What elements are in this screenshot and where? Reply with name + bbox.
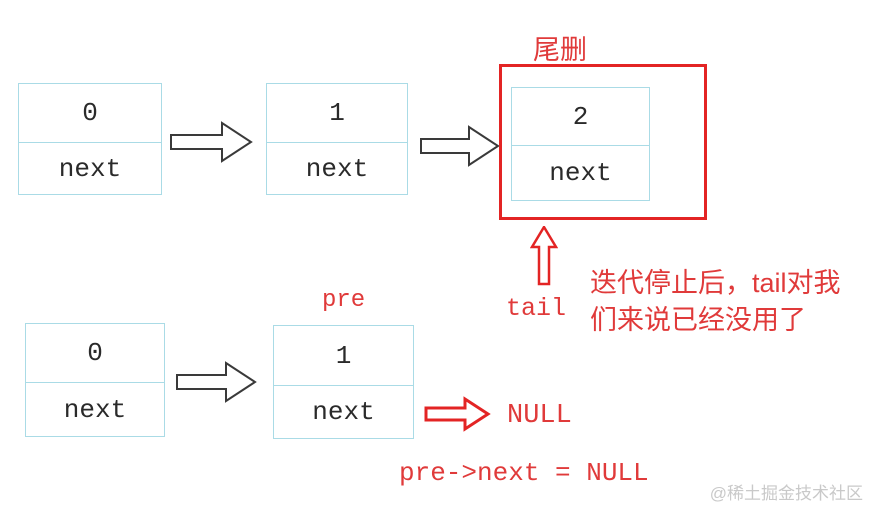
tail-delete-label: 尾删: [533, 35, 587, 65]
tail-pointer-label: tail: [506, 294, 567, 323]
node-next-cell: next: [273, 385, 414, 439]
node-next-label: next: [63, 394, 127, 425]
annotation-note-line2: 们来说已经没用了: [590, 305, 806, 335]
right-arrow-icon: [170, 121, 253, 163]
node-next-cell: next: [511, 145, 650, 201]
row1-node-0: 0 next: [18, 83, 162, 195]
node-value-cell: 0: [25, 323, 165, 383]
node-next-label: next: [549, 158, 612, 188]
null-label: NULL: [507, 401, 572, 431]
row1-node-2: 2 next: [511, 87, 650, 201]
node-next-cell: next: [25, 382, 165, 437]
node-value-cell: 1: [266, 83, 408, 143]
red-right-arrow-icon: [424, 396, 491, 432]
node-value-cell: 2: [511, 87, 650, 146]
code-annotation: pre->next = NULL: [399, 458, 649, 488]
node-value: 1: [335, 340, 352, 371]
up-arrow-icon: [530, 226, 558, 286]
node-value: 0: [87, 338, 103, 368]
annotation-note: 迭代停止后，tail对我 们来说已经没用了: [590, 265, 841, 339]
node-value: 2: [572, 101, 589, 132]
node-value-cell: 1: [273, 325, 414, 386]
annotation-note-line1: 迭代停止后，tail对我: [590, 268, 841, 298]
node-value: 0: [82, 98, 98, 128]
watermark: @稀土掘金技术社区: [709, 484, 863, 503]
right-arrow-icon: [176, 361, 257, 403]
tail-delete-highlight-box: [499, 64, 707, 220]
row2-node-0: 0 next: [25, 323, 165, 437]
node-next-cell: next: [266, 142, 408, 195]
node-next-label: next: [312, 397, 375, 427]
node-next-label: next: [305, 153, 369, 184]
pre-pointer-label: pre: [322, 287, 366, 314]
node-next-cell: next: [18, 142, 162, 195]
node-value-cell: 0: [18, 83, 162, 143]
row2-node-1: 1 next: [273, 325, 414, 439]
node-next-label: next: [58, 153, 122, 184]
right-arrow-icon: [420, 125, 500, 167]
node-value: 1: [329, 98, 345, 128]
row1-node-1: 1 next: [266, 83, 408, 195]
